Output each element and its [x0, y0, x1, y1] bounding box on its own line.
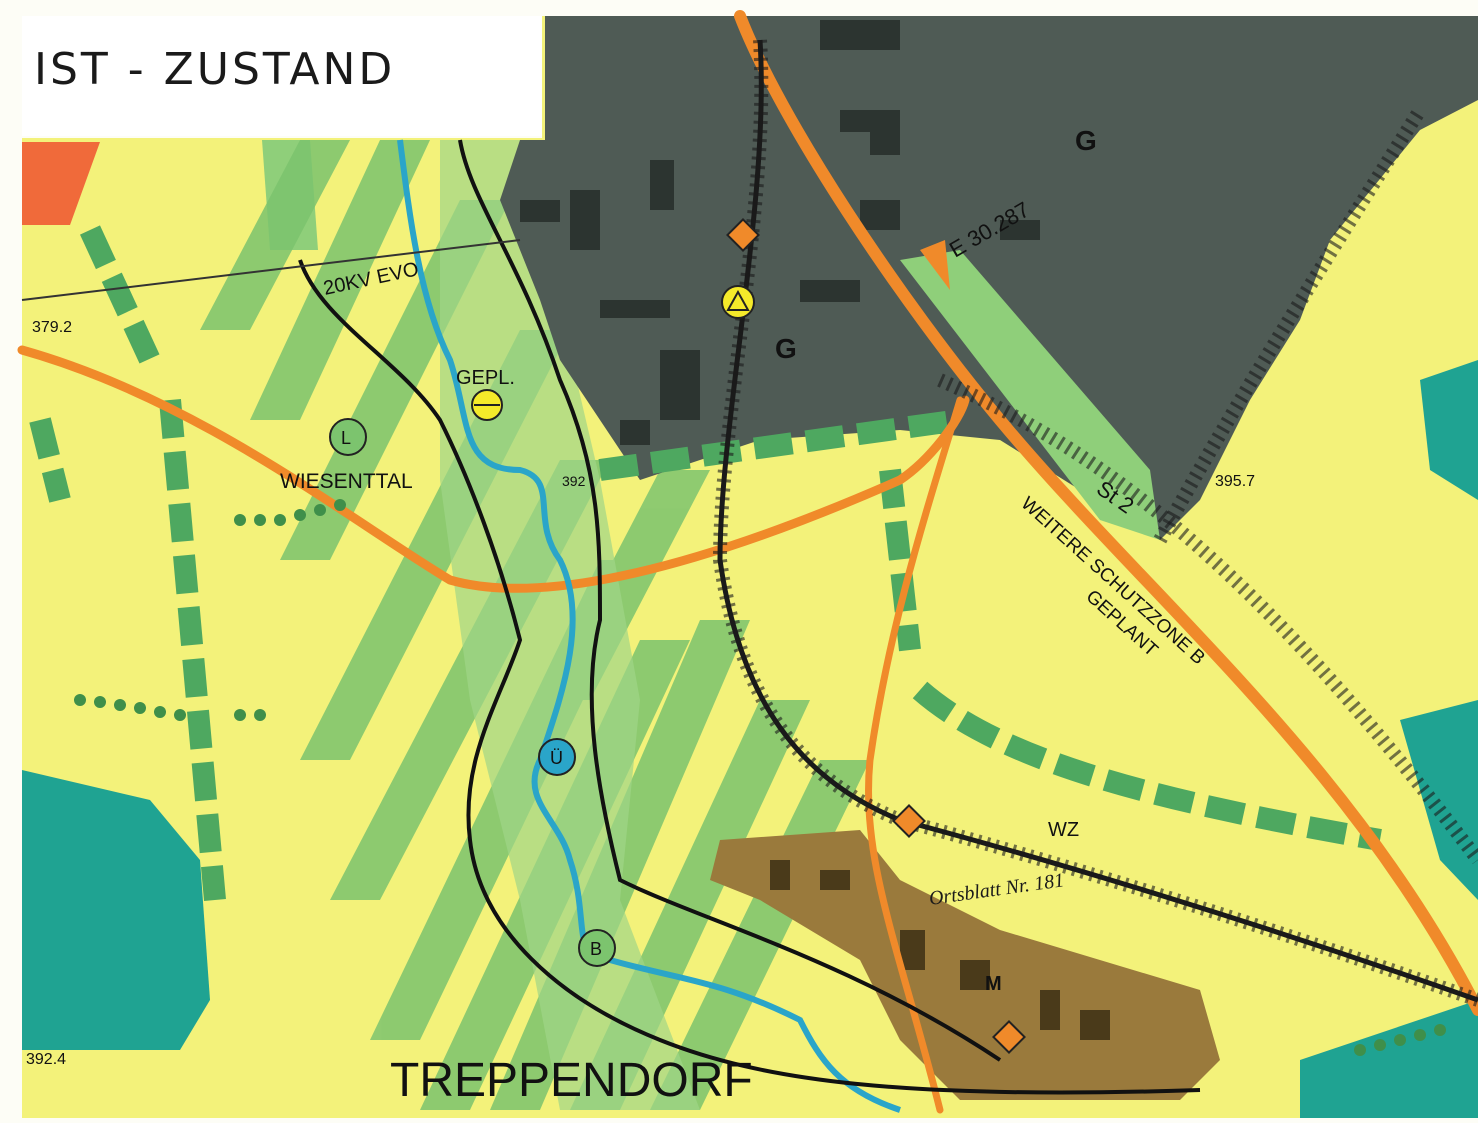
circle-b	[578, 929, 616, 967]
forest-left	[22, 770, 210, 1050]
forest-bottom-right	[1300, 1000, 1478, 1118]
title-panel	[22, 16, 542, 136]
label-wz: WZ	[1048, 819, 1079, 841]
green-dashed-boundaries	[29, 225, 1382, 901]
circle-u	[538, 738, 576, 776]
area-orange-corner	[22, 142, 100, 225]
power-line	[21, 239, 521, 301]
label-circle-u: Ü	[550, 748, 563, 768]
label-valley: WIESENTTAL	[280, 470, 413, 493]
label-industrial-g2: G	[775, 333, 797, 364]
railway-green-band	[900, 250, 1160, 540]
marker-diamond-wz	[892, 804, 926, 838]
tree-rows	[74, 499, 1446, 1056]
industrial-zone	[500, 16, 1478, 540]
marker-diamond-top	[726, 218, 760, 252]
circle-l	[329, 418, 367, 456]
arrow-orange-icon	[920, 240, 950, 290]
label-planned: GEPL.	[456, 367, 515, 389]
label-circle-b: B	[590, 939, 602, 959]
building-blocks	[520, 20, 1040, 445]
village-buildings	[770, 860, 1110, 1040]
label-elev-4: 392	[562, 473, 586, 489]
forest-right-upper	[1420, 360, 1478, 500]
map-title: IST - ZUSTAND	[34, 44, 396, 95]
label-circle-l: L	[341, 428, 351, 448]
label-elev-3: 395.7	[1215, 473, 1255, 490]
label-elev-2: 392.4	[26, 1051, 66, 1068]
boundary-lines	[298, 139, 1201, 1095]
label-village-marker: M	[985, 973, 1002, 995]
marker-diamond-village	[992, 1020, 1026, 1054]
label-elev-1: 379.2	[32, 319, 72, 336]
triangle-icon	[726, 289, 750, 311]
label-village: TREPPENDORF	[390, 1054, 753, 1107]
label-industrial-g1: G	[1075, 125, 1097, 156]
